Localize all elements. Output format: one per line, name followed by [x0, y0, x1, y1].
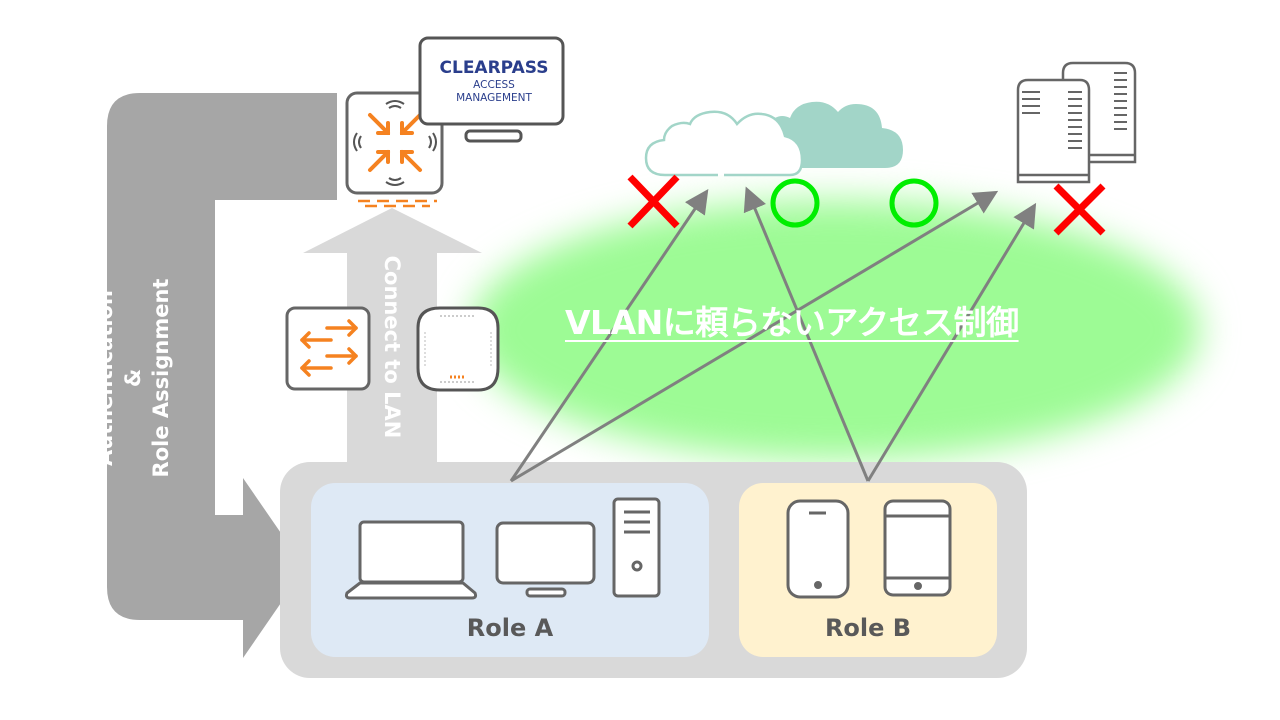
access-control-glow — [470, 200, 1200, 460]
deny-mark-cloud — [627, 174, 680, 229]
clearpass-subtitle-1: ACCESS — [473, 79, 515, 91]
deny-mark-server — [1053, 183, 1106, 236]
auth-role-label: Authentication & Role Assignment — [91, 243, 175, 513]
auth-label-line1: Authentication — [93, 290, 117, 466]
monitor-icon — [495, 521, 596, 598]
connect-lan-label: Connect to LAN — [380, 255, 404, 439]
arrow-role-a-to-server — [510, 190, 999, 483]
controller-icon — [345, 91, 444, 208]
clearpass-monitor-icon — [418, 36, 565, 143]
auth-label-line2: & — [121, 368, 145, 388]
role-b-label: Role B — [824, 614, 912, 642]
laptop-icon — [344, 520, 478, 600]
arrow-role-b-to-cloud — [743, 186, 870, 482]
arrow-role-a-to-cloud — [509, 189, 709, 482]
connect-lan-arrow — [303, 208, 482, 462]
auth-label-line3: Role Assignment — [149, 278, 173, 478]
clearpass-subtitle-2: MANAGEMENT — [456, 92, 532, 104]
private-cloud-icon — [644, 110, 804, 177]
headline: VLANに頼らないアクセス制御 — [565, 303, 1019, 342]
access-point-icon — [416, 306, 500, 392]
public-cloud-icon — [775, 101, 903, 168]
allow-mark-server — [889, 178, 939, 228]
auth-role-arrow — [107, 93, 337, 658]
allow-mark-cloud — [770, 178, 820, 228]
switch-icon — [285, 306, 371, 391]
arrow-role-b-to-server — [866, 202, 1037, 482]
server-icon — [1016, 61, 1137, 184]
smartphone-icon — [786, 499, 850, 599]
tablet-icon — [883, 499, 952, 597]
role-a-label: Role A — [466, 614, 554, 642]
desktop-tower-icon — [612, 497, 661, 598]
clearpass-title: CLEARPASS — [439, 58, 549, 78]
